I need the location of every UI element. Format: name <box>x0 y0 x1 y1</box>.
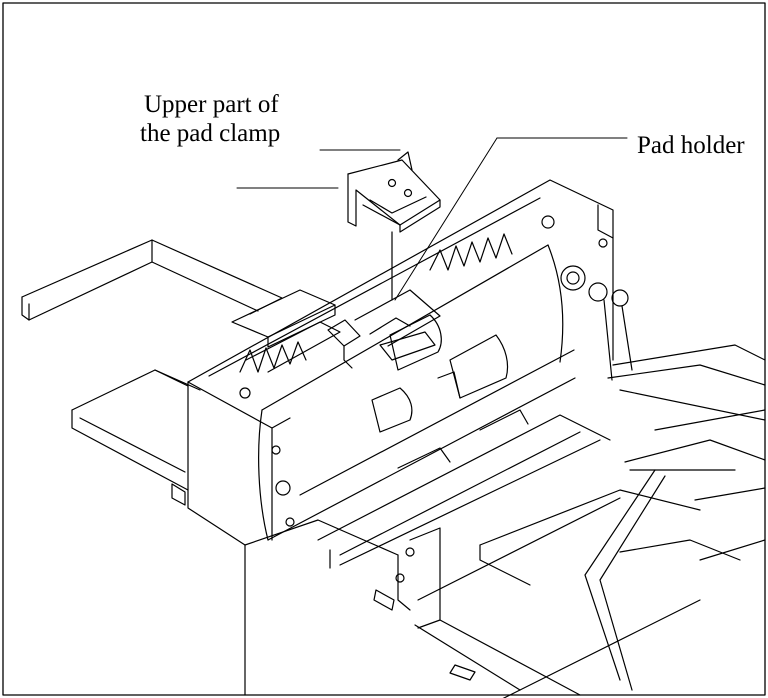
output-tray-upper <box>21 239 336 348</box>
leader-pad-holder-d <box>394 137 498 301</box>
base-unit <box>244 414 701 698</box>
pad-holder <box>327 231 441 369</box>
leader-lines <box>236 137 628 301</box>
main-housing <box>187 179 614 546</box>
output-tray-lower <box>71 369 201 506</box>
label-upper-pad-clamp-line2: the pad clamp <box>140 120 281 147</box>
label-upper-pad-clamp-line1: Upper part of <box>144 91 279 118</box>
roller-drum <box>258 244 576 541</box>
gear-assembly <box>560 265 633 381</box>
label-pad-holder: Pad holder <box>637 132 745 159</box>
paper-feeder <box>479 344 766 691</box>
pad-clamp-upper <box>347 151 441 233</box>
